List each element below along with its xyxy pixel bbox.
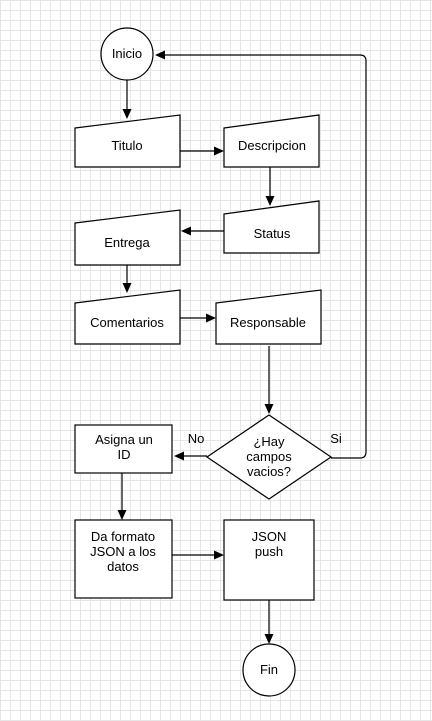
edge-decision-inicio-loop [163,54,367,459]
arrowhead [214,146,224,156]
process-shape [74,424,173,474]
manual-input-shape [223,200,320,254]
node-descripcion[interactable]: Descripcion [223,114,320,168]
arrowhead [122,283,132,293]
node-asigna-label-line2: ID [118,447,131,462]
edges [117,50,367,644]
arrowhead [174,451,184,461]
edge-label-no: No [188,431,205,446]
node-asigna-id[interactable]: Asigna un ID [74,424,173,474]
process-shape [223,519,315,601]
arrowhead [122,109,132,119]
arrowhead [264,404,274,414]
arrowhead [206,313,216,323]
node-da-formato[interactable]: Da formato JSON a los datos [74,519,173,599]
node-asigna-label-line1: Asigna un [95,432,153,447]
manual-input-shape [223,114,320,168]
arrowhead [264,634,274,644]
arrowhead [155,50,165,60]
node-status[interactable]: Status [223,200,320,254]
manual-input-shape [74,114,181,168]
node-jsonpush-label-line2: push [255,544,283,559]
node-formato-label-line1: Da formato [91,529,155,544]
process-shape [74,519,173,599]
decision-shape [205,414,333,500]
end-terminator-shape [242,643,296,697]
node-comentarios-label: Comentarios [90,315,164,330]
node-decision[interactable]: ¿Hay campos vacios? [205,414,333,500]
node-inicio[interactable]: Inicio [100,27,154,81]
node-json-push[interactable]: JSON push [223,519,315,601]
node-status-label: Status [254,226,291,241]
node-comentarios[interactable]: Comentarios [74,289,181,345]
node-titulo-label: Titulo [111,138,142,153]
start-terminator-shape [100,27,154,81]
node-responsable-label: Responsable [230,315,306,330]
arrowhead [265,196,275,206]
node-entrega-label: Entrega [104,235,150,250]
edge-label-si: Si [330,431,342,446]
manual-input-shape [74,289,181,345]
manual-input-shape [215,289,322,345]
node-titulo[interactable]: Titulo [74,114,181,168]
node-decision-label-line1: ¿Hay [253,434,285,449]
node-fin-label: Fin [260,662,278,677]
manual-input-shape [74,209,181,266]
arrowhead [117,510,127,520]
node-jsonpush-label-line1: JSON [252,529,287,544]
node-formato-label-line2: JSON a los [90,544,156,559]
arrowhead [181,226,191,236]
node-formato-label-line3: datos [107,559,139,574]
node-decision-label-line2: campos [246,449,292,464]
node-responsable[interactable]: Responsable [215,289,322,345]
node-fin[interactable]: Fin [242,643,296,697]
node-decision-label-line3: vacios? [247,464,291,479]
node-entrega[interactable]: Entrega [74,209,181,266]
node-descripcion-label: Descripcion [238,138,306,153]
arrowhead [214,550,224,560]
node-inicio-label: Inicio [112,46,142,61]
